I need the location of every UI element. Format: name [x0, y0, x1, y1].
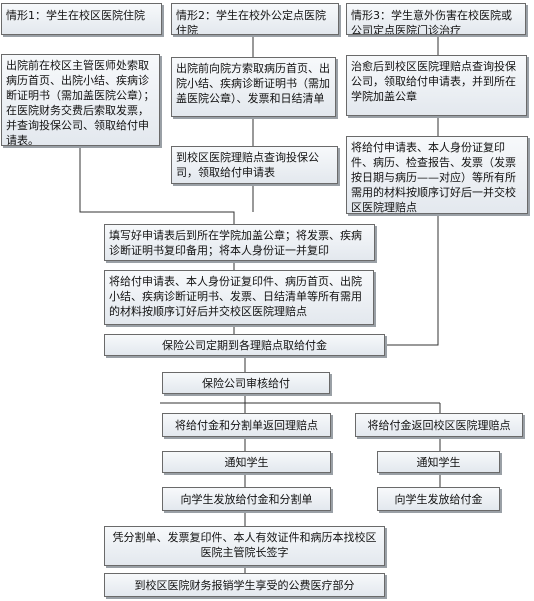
right-issue-payment-text: 向学生发放给付金 — [394, 492, 483, 506]
case3-header: 情形3：学生意外伤害在校医院或公司定点医院门诊治疗 — [346, 3, 526, 35]
left-issue-payment-text: 向学生发放给付金和分割单 — [180, 492, 313, 506]
right-return-payment: 将给付金返回校区医院理赔点 — [355, 413, 523, 437]
case2-step-collect-documents: 出院前向院方索取病历首页、出院小结、疾病诊断证明书（需加盖医院公章）、发票和日结… — [171, 57, 336, 117]
right-issue-payment: 向学生发放给付金 — [377, 487, 500, 511]
left-issue-payment: 向学生发放给付金和分割单 — [162, 487, 331, 511]
case3-step-submit-materials: 将给付申请表、本人身份证复印件、病历、检查报告、发票（发票按日期与病历——对应）… — [346, 136, 528, 214]
insurer-collect-payment: 保险公司定期到各理赔点取给付金 — [104, 334, 385, 356]
insurer-collect-payment-text: 保险公司定期到各理赔点取给付金 — [162, 338, 327, 352]
case2-step-query-insurer-text: 到校区医院理赔点查询投保公司，领取给付申请表 — [176, 151, 319, 179]
right-notify-student-text: 通知学生 — [416, 455, 461, 469]
case1-step-collect-documents: 出院前在校区主管医师处索取病历首页、出院小结、疾病诊断证明书（需加盖医院公章）；… — [1, 54, 160, 146]
insurer-review: 保险公司审核给付 — [162, 372, 330, 394]
right-notify-student: 通知学生 — [377, 451, 500, 473]
connector-case3-collect — [385, 214, 439, 346]
connector-split — [160, 394, 441, 413]
case2-header: 情形2：学生在校外公定点医院住院 — [171, 3, 339, 35]
left-notify-student: 通知学生 — [162, 451, 331, 473]
insurer-review-text: 保险公司审核给付 — [202, 376, 290, 390]
final-dean-signature: 凭分割单、发票复印件、本人有效证件和病历本找校区医院主管院长签字 — [104, 526, 385, 566]
final-reimburse-text: 到校区医院财务报销学生享受的公费医疗部分 — [134, 578, 355, 592]
case3-step-query-insurer: 治愈后到校区医院理赔点查询投保公司，领取给付申请表，并到所在学院加盖公章 — [346, 55, 527, 116]
merge-step-submit-materials: 将给付申请表、本人身份证复印件、病历首页、出院小结、疾病诊断证明书、发票、日结清… — [104, 270, 374, 325]
left-return-payment-text: 将给付金和分割单返回理赔点 — [175, 418, 318, 432]
case2-step-query-insurer: 到校区医院理赔点查询投保公司，领取给付申请表 — [171, 146, 338, 184]
connector-case1-merge — [79, 146, 235, 224]
final-reimburse: 到校区医院财务报销学生享受的公费医疗部分 — [104, 573, 385, 597]
left-notify-student-text: 通知学生 — [224, 455, 269, 469]
left-return-payment: 将给付金和分割单返回理赔点 — [162, 413, 331, 437]
right-return-payment-text: 将给付金返回校区医院理赔点 — [367, 418, 511, 432]
merge-step-stamp-and-copy: 填写好申请表后到所在学院加盖公章；将发票、疾病诊断证明书复印备用；将本人身份证一… — [104, 224, 375, 261]
case1-header: 情形1：学生在校区医院住院 — [1, 3, 162, 35]
